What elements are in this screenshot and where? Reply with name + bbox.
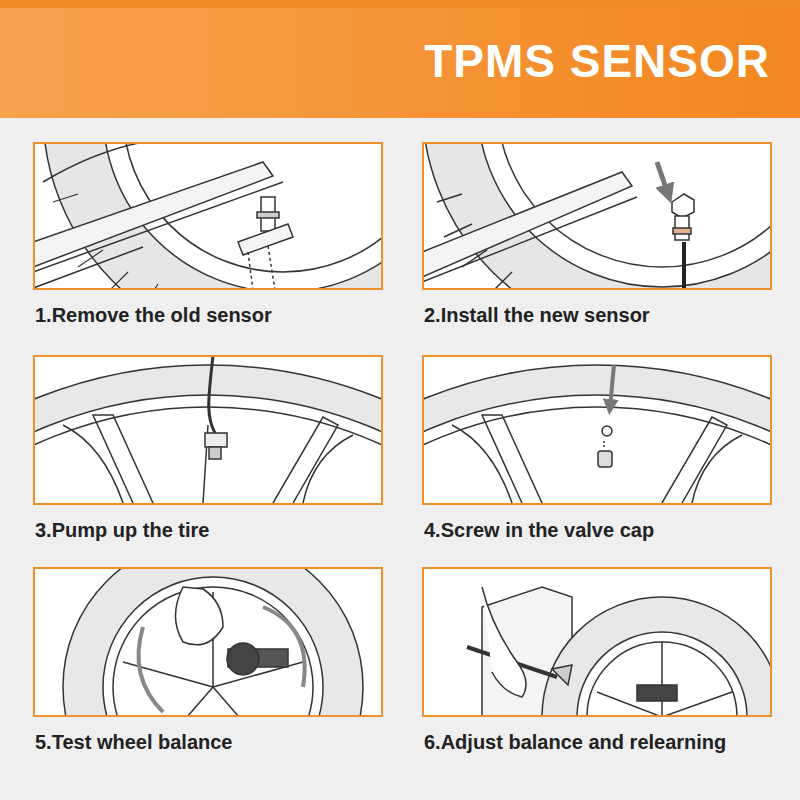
step-panel: 1.Remove the old sensor xyxy=(33,142,383,290)
header-strip xyxy=(0,0,800,8)
step-panel: 6.Adjust balance and relearning xyxy=(422,567,772,717)
wheel-balance-art xyxy=(33,537,383,800)
step-caption: 4.Screw in the valve cap xyxy=(424,519,654,542)
step-caption: 1.Remove the old sensor xyxy=(35,304,272,327)
step-caption: 2.Install the new sensor xyxy=(424,304,650,327)
step-caption: 3.Pump up the tire xyxy=(35,519,209,542)
header-band xyxy=(0,0,800,118)
page-title: TPMS SENSOR xyxy=(424,34,770,88)
step-panel: 3.Pump up the tire xyxy=(33,355,383,505)
step-panel: 4.Screw in the valve cap xyxy=(422,355,772,505)
step-panel: 5.Test wheel balance xyxy=(33,567,383,717)
adjust-balance-art xyxy=(422,567,782,800)
install-sensor-art xyxy=(422,0,800,342)
step-caption: 6.Adjust balance and relearning xyxy=(424,731,726,754)
step-panel: 2.Install the new sensor xyxy=(422,142,772,290)
step-caption: 5.Test wheel balance xyxy=(35,731,233,754)
